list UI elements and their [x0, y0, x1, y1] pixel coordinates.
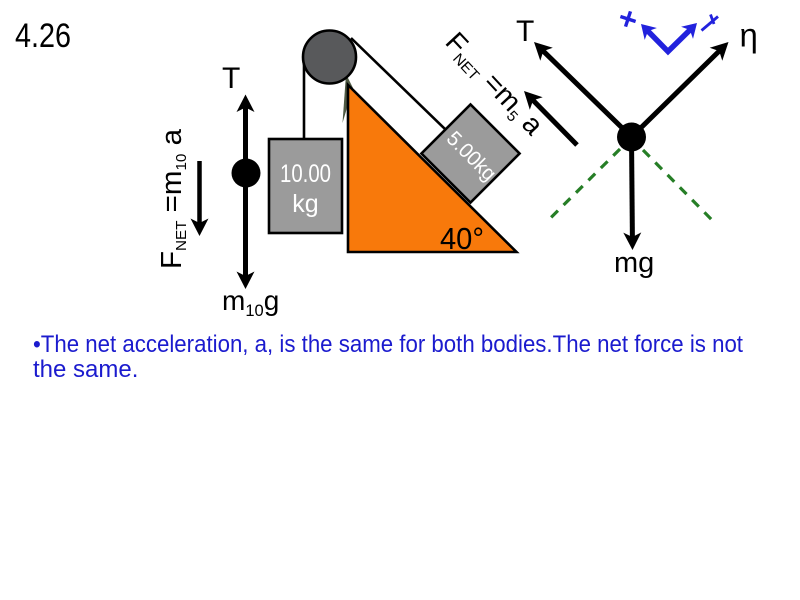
svg-text:the same.: the same.	[33, 356, 138, 383]
svg-text:kg: kg	[292, 190, 318, 218]
svg-text:m10g: m10g	[222, 285, 279, 320]
svg-text:FNET =m10 a: FNET =m10 a	[156, 128, 190, 269]
svg-text:•The net acceleration, a, is t: •The net acceleration, a, is the same fo…	[33, 331, 743, 358]
svg-text:T: T	[222, 62, 240, 95]
svg-text:T: T	[516, 15, 534, 48]
svg-text:mg: mg	[614, 247, 654, 279]
svg-text:4.26: 4.26	[15, 17, 71, 55]
svg-text:η: η	[740, 17, 758, 54]
svg-text:40°: 40°	[440, 221, 484, 256]
svg-text:10.00: 10.00	[280, 160, 331, 188]
